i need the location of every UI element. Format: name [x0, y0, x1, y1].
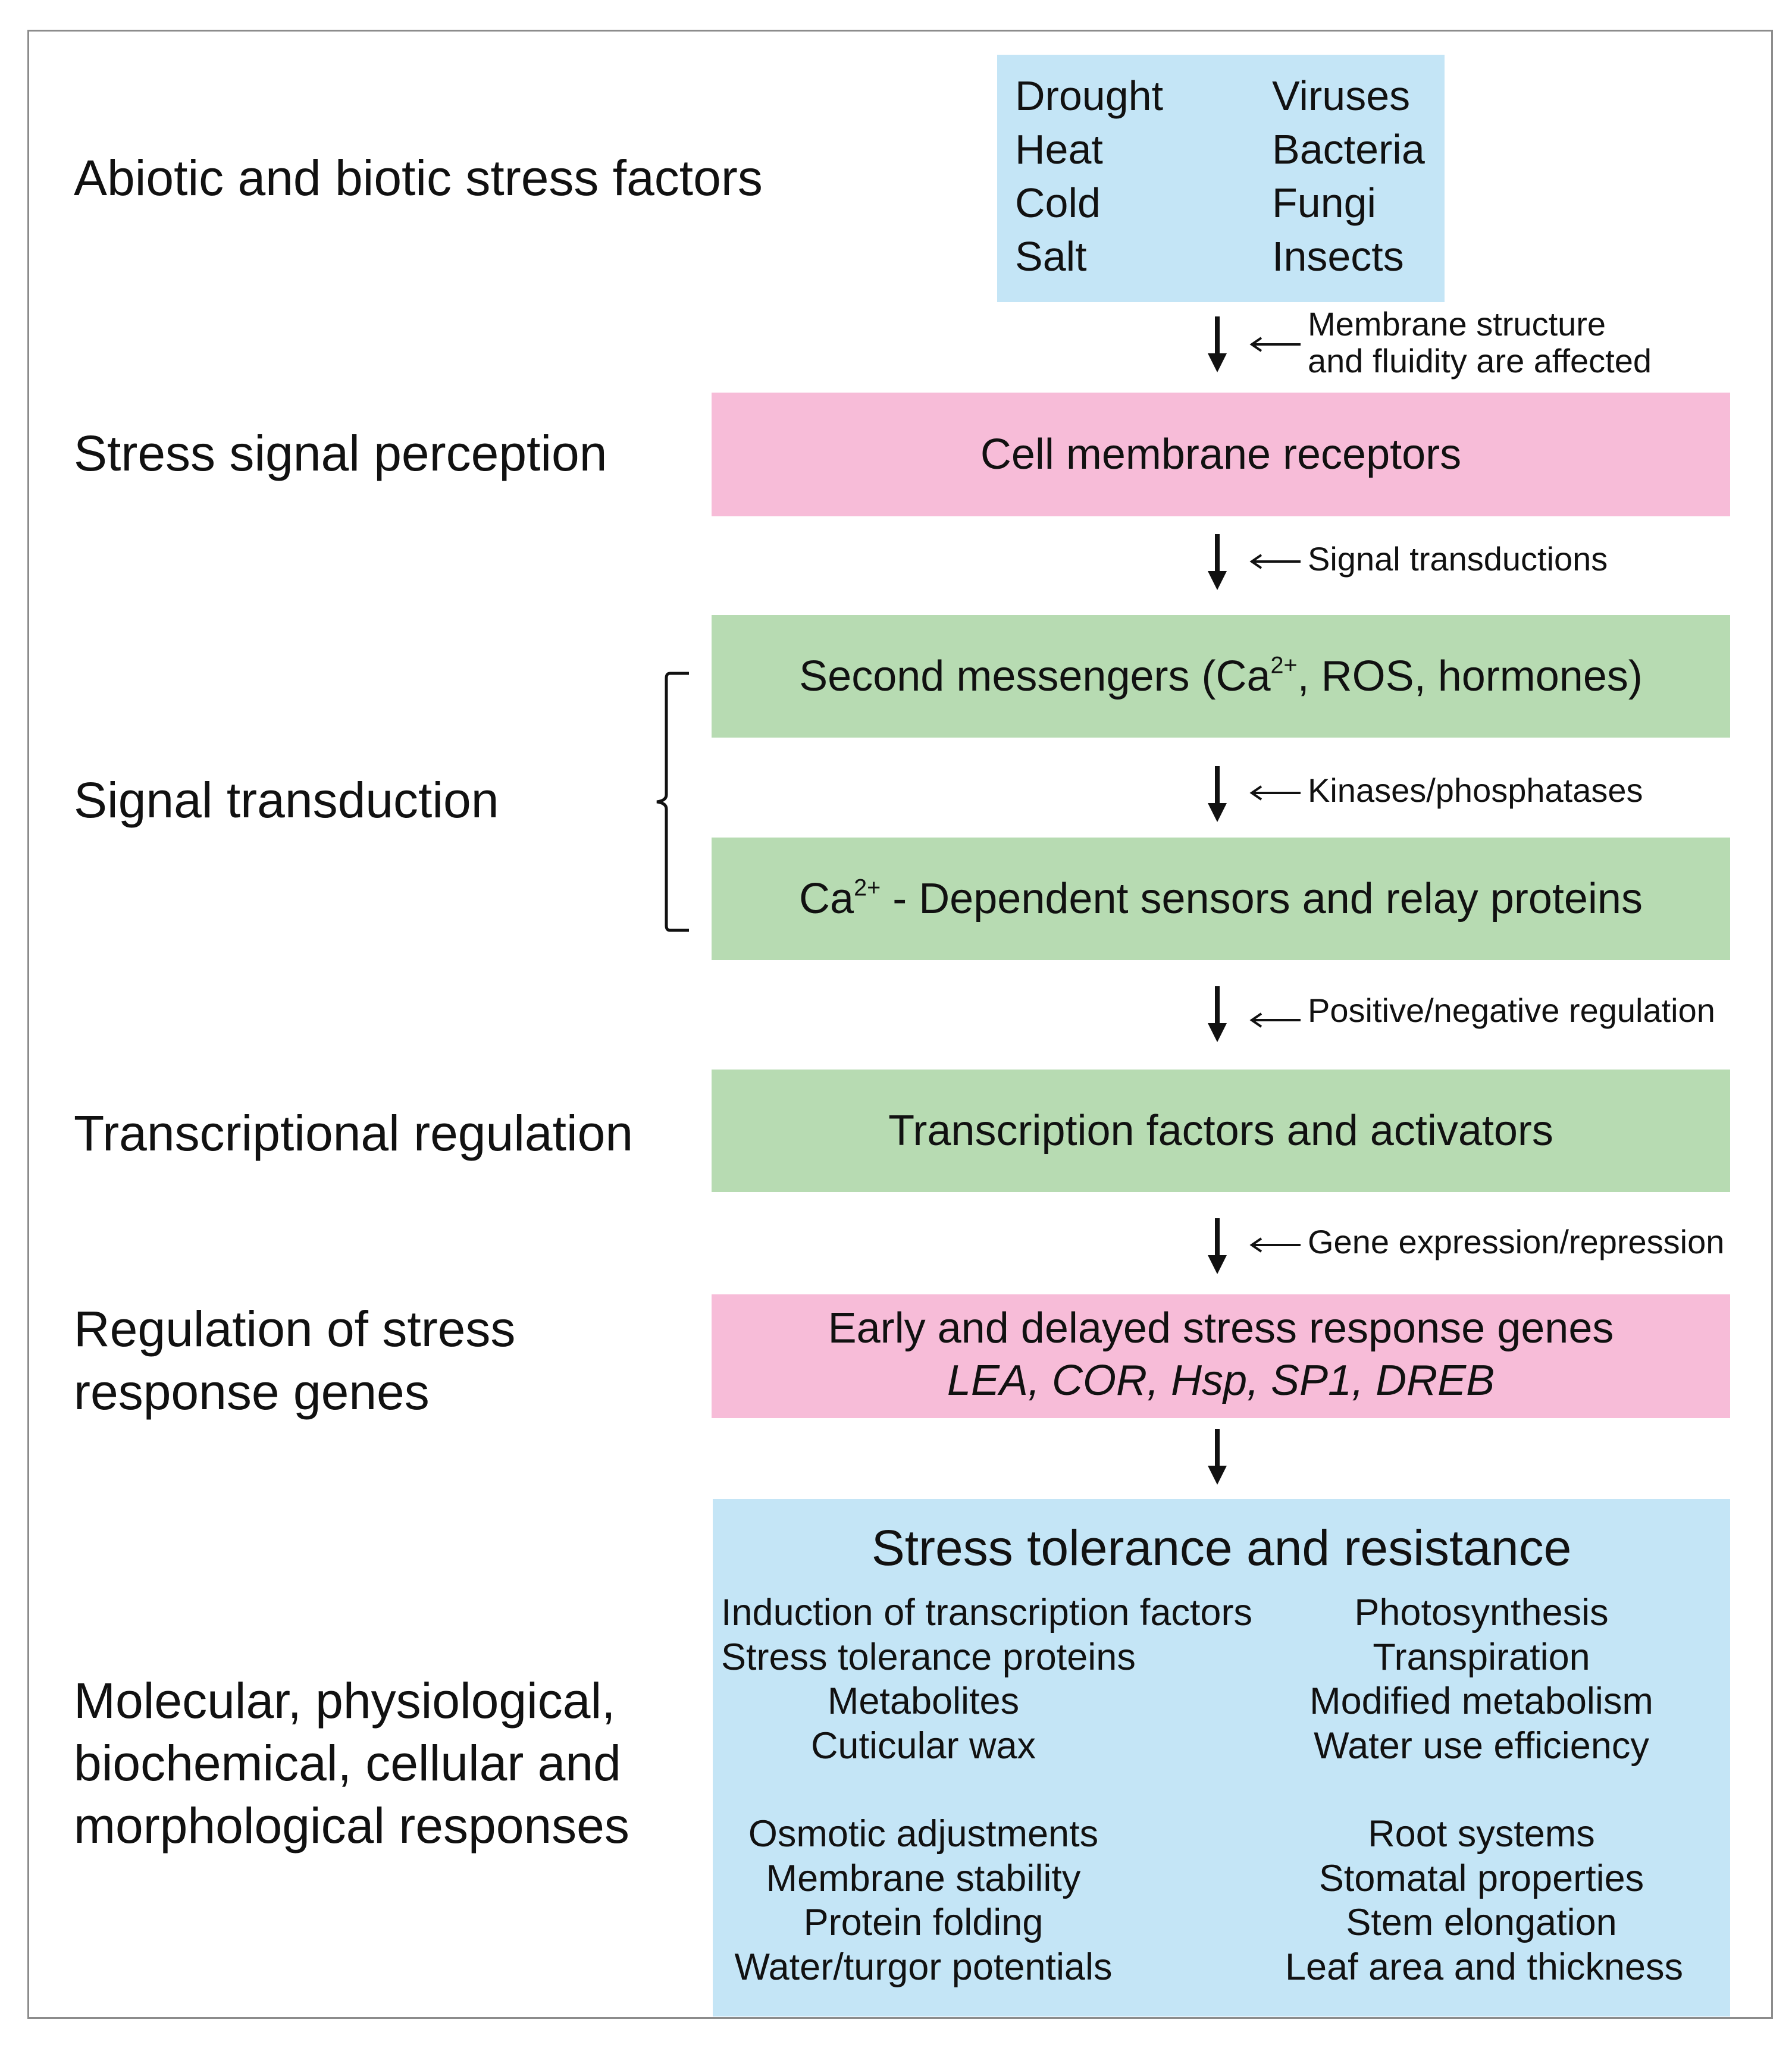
biotic-stress-item: Fungi	[1272, 180, 1377, 226]
note-membrane-line1: Membrane structure	[1308, 305, 1606, 343]
response-item: Water use efficiency	[1314, 1724, 1649, 1767]
stress-factors-box: Drought Heat Cold Salt Viruses Bacteria …	[997, 55, 1445, 302]
receptors-box: Cell membrane receptors	[712, 393, 1730, 516]
response-item: Osmotic adjustments	[748, 1813, 1099, 1855]
response-item: Root systems	[1368, 1813, 1595, 1855]
tolerance-title: Stress tolerance and resistance	[871, 1520, 1572, 1576]
second-messengers-label: Second messengers (Ca2+, ROS, hormones)	[712, 650, 1730, 703]
stage-label-responses-line3: morphological responses	[74, 1798, 629, 1854]
response-item: Protein folding	[803, 1902, 1044, 1943]
sensors-prefix: Ca	[799, 875, 854, 923]
left-arrow-3	[1249, 785, 1301, 801]
response-item: Stomatal properties	[1318, 1857, 1644, 1899]
biotic-stress-item: Viruses	[1272, 73, 1411, 119]
genes-box: Early and delayed stress response genes …	[712, 1294, 1730, 1418]
abiotic-stress-list: Drought Heat Cold Salt	[1015, 69, 1163, 283]
response-item: Induction of transcription factors	[721, 1592, 1252, 1633]
calcium-charge: 2+	[854, 874, 881, 901]
note-membrane-line2: and fluidity are affected	[1308, 342, 1652, 380]
response-item: Leaf area and thickness	[1285, 1946, 1683, 1988]
stage-label-transcriptional-regulation: Transcriptional regulation	[74, 1105, 634, 1161]
transduction-bracket	[656, 672, 689, 932]
response-item: Metabolites	[827, 1680, 1020, 1722]
down-arrow-2	[1208, 534, 1227, 590]
stage-label-perception: Stress signal perception	[74, 425, 607, 481]
biotic-stress-list: Viruses Bacteria Fungi Insects	[1272, 69, 1425, 283]
stage-label-regulation-line1: Regulation of stress	[74, 1301, 516, 1357]
abiotic-stress-item: Drought	[1015, 73, 1164, 119]
response-item: Stem elongation	[1346, 1902, 1617, 1943]
response-item: Stress tolerance proteins	[721, 1636, 1136, 1678]
genes-list: LEA, COR, Hsp, SP1, DREB	[947, 1357, 1495, 1404]
down-arrow-4	[1208, 986, 1227, 1042]
response-item: Membrane stability	[766, 1857, 1081, 1899]
stage-label-responses-line2: biochemical, cellular and	[74, 1735, 621, 1791]
down-arrow-1	[1208, 316, 1227, 372]
second-messengers-prefix: Second messengers (Ca	[799, 653, 1271, 700]
biotic-stress-item: Bacteria	[1272, 126, 1425, 173]
genes-title: Early and delayed stress response genes	[828, 1304, 1614, 1352]
group-spacer	[1285, 1768, 1678, 1812]
transcription-box: Transcription factors and activators	[712, 1070, 1730, 1192]
left-arrow-4	[1249, 1012, 1301, 1028]
group-spacer	[721, 1768, 1126, 1812]
sensors-label: Ca2+ - Dependent sensors and relay prote…	[712, 872, 1730, 926]
stage-label-responses-line1: Molecular, physiological,	[74, 1673, 616, 1729]
note-signal-transductions: Signal transductions	[1308, 540, 1608, 578]
abiotic-stress-item: Cold	[1015, 180, 1101, 226]
abiotic-stress-item: Heat	[1015, 126, 1103, 173]
sensors-suffix: - Dependent sensors and relay proteins	[881, 875, 1643, 923]
left-arrow-2	[1249, 554, 1301, 569]
stage-label-stress-factors: Abiotic and biotic stress factors	[74, 150, 763, 206]
response-item: Water/turgor potentials	[734, 1946, 1113, 1988]
response-item: Cuticular wax	[810, 1724, 1036, 1767]
stage-label-regulation-line2: response genes	[74, 1364, 430, 1420]
sensors-box: Ca2+ - Dependent sensors and relay prote…	[712, 838, 1730, 960]
second-messengers-suffix: , ROS, hormones)	[1297, 653, 1643, 700]
biotic-stress-item: Insects	[1272, 233, 1404, 280]
note-regulation: Positive/negative regulation	[1308, 992, 1715, 1029]
left-arrow-1	[1249, 337, 1301, 352]
second-messengers-box: Second messengers (Ca2+, ROS, hormones)	[712, 615, 1730, 738]
response-item: Transpiration	[1373, 1636, 1590, 1678]
receptors-label: Cell membrane receptors	[980, 431, 1462, 478]
note-gene-expression: Gene expression/repression	[1308, 1223, 1725, 1260]
tolerance-box: Stress tolerance and resistance Inductio…	[713, 1499, 1730, 2016]
tolerance-right-column: Photosynthesis Transpiration Modified me…	[1285, 1591, 1683, 1989]
calcium-charge: 2+	[1270, 652, 1298, 679]
tolerance-left-column: Induction of transcription factors Stres…	[721, 1591, 1252, 1989]
response-item: Photosynthesis	[1354, 1592, 1609, 1633]
response-item: Modified metabolism	[1309, 1680, 1653, 1722]
stage-label-signal-transduction: Signal transduction	[74, 772, 499, 828]
down-arrow-3	[1208, 766, 1227, 822]
abiotic-stress-item: Salt	[1015, 233, 1087, 280]
note-kinases: Kinases/phosphatases	[1308, 772, 1643, 809]
transcription-label: Transcription factors and activators	[888, 1107, 1553, 1155]
left-arrow-5	[1249, 1237, 1301, 1253]
down-arrow-6	[1208, 1429, 1227, 1485]
down-arrow-5	[1208, 1218, 1227, 1274]
